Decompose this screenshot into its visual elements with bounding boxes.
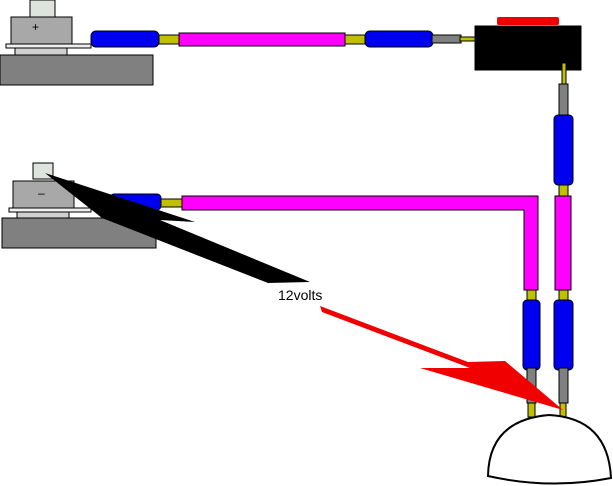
positive-symbol: + (32, 20, 40, 34)
red-arrow (320, 306, 563, 410)
voltage-label: 12volts (278, 287, 323, 303)
right-vertical-cable (553, 62, 574, 418)
control-box (474, 17, 582, 71)
battery-positive (0, 0, 154, 86)
top-cable (90, 30, 481, 48)
dome (486, 413, 613, 485)
black-arrow (45, 173, 310, 283)
negative-symbol: – (38, 186, 45, 200)
